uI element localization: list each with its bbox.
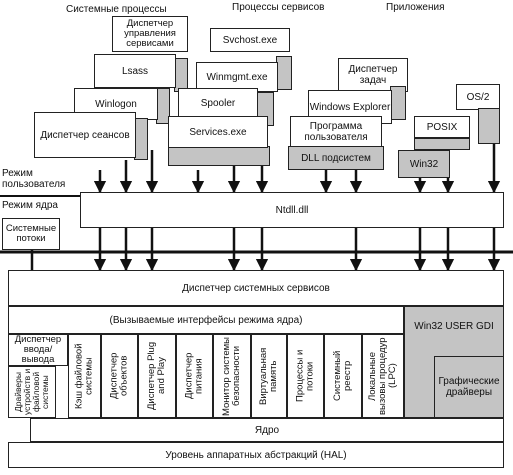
- service-dispatcher-box: Диспетчер системных сервисов: [8, 270, 504, 306]
- kernel-component-9: Локальные вызовы процедур (LPC): [362, 334, 404, 418]
- winmgmt-shade: [276, 56, 292, 90]
- kernel-box: Ядро: [30, 418, 504, 442]
- header-applications: Приложения: [386, 2, 445, 13]
- hal-box: Уровень аппаратных абстракций (HAL): [8, 442, 504, 468]
- kernel-component-7: Процессы и потоки: [287, 334, 324, 418]
- kernel-component-8: Системный реестр: [324, 334, 362, 418]
- smss-box: Диспетчер сеансов: [34, 112, 136, 158]
- os2-shade: [478, 108, 500, 144]
- svchost-box: Svchost.exe: [210, 28, 290, 52]
- services-shade: [168, 146, 270, 166]
- ntdll-box: Ntdll.dll: [80, 192, 504, 228]
- io-manager-box: Диспетчер ввода/вывода: [8, 334, 68, 366]
- spooler-box: Spooler: [178, 88, 258, 118]
- posix-box: POSIX: [414, 116, 470, 138]
- posix-shade: [414, 138, 470, 150]
- header-system-processes: Системные процессы: [66, 4, 167, 15]
- kernel-component-5: Монитор системы безопасности: [213, 334, 251, 418]
- smss-shade: [134, 118, 148, 160]
- kernel-component-4: Диспетчер питания: [176, 334, 213, 418]
- os2-box: OS/2: [456, 84, 500, 110]
- explorer-shade: [390, 86, 406, 120]
- kernel-component-1: Кэш файловой системы: [68, 334, 101, 418]
- device-drivers-box: Драйверы устройств и файловой системы: [8, 366, 56, 418]
- scm-box: Диспетчер управления сервисами: [112, 16, 188, 52]
- kernel-component-6: Виртуальная память: [251, 334, 287, 418]
- services-box: Services.exe: [168, 116, 268, 148]
- system-threads-box: Системные потоки: [2, 218, 60, 250]
- header-service-processes: Процессы сервисов: [232, 2, 325, 13]
- dll-box: DLL подсистем: [288, 146, 384, 170]
- user-mode-label: Режим пользователя: [2, 168, 66, 190]
- user-app-box: Программа пользователя: [290, 116, 382, 148]
- graphics-drivers-box: Графические драйверы: [434, 356, 504, 418]
- win32-box: Win32: [398, 150, 450, 178]
- kernel-component-3: Диспетчер Plug and Play: [138, 334, 176, 418]
- winmgmt-box: Winmgmt.exe: [196, 62, 278, 92]
- callable-interfaces-box: (Вызываемые интерфейсы режима ядра): [8, 306, 404, 334]
- kernel-component-2: Диспетчер объектов: [101, 334, 138, 418]
- kernel-mode-label: Режим ядра: [2, 200, 58, 211]
- lsass-box: Lsass: [94, 54, 176, 88]
- lsass-shade: [174, 58, 188, 92]
